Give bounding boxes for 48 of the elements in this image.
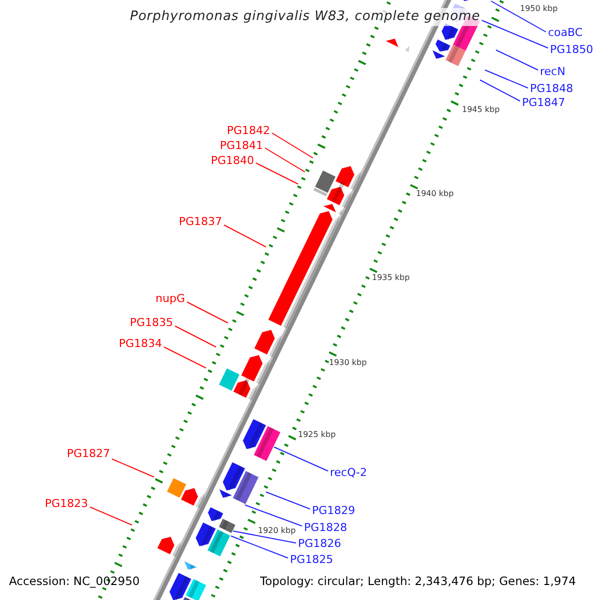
footer-text: Accession: NC_002950 (9, 574, 140, 588)
gene-label: recQ-2 (330, 466, 368, 480)
leader-line (480, 20, 548, 48)
leader-line (274, 446, 328, 472)
leader-line (112, 458, 154, 478)
map-title: Porphyromonas gingivalis W83, complete genome (128, 8, 482, 26)
scale-label: 1950 kbp (520, 2, 558, 14)
scale-label: 1940 kbp (416, 188, 454, 198)
gene-label: PG1834 (118, 337, 162, 351)
leader-line (230, 536, 288, 558)
scale-label: 1920 kbp (258, 524, 296, 536)
leader-line (272, 132, 314, 158)
gene-label: PG1837 (178, 215, 222, 229)
gene-label: PG1835 (130, 316, 173, 330)
leader-line (496, 50, 538, 70)
gene-label: PG1826 (298, 537, 342, 551)
leader-line (224, 224, 266, 248)
gene-label: recN (540, 65, 566, 79)
leader-line (256, 162, 298, 184)
gene-label: PG1848 (530, 82, 574, 96)
scale-label: 1930 kbp (329, 356, 367, 368)
gene-label: coaBC (548, 26, 583, 40)
gene-label: PG1827 (66, 447, 110, 461)
leader-line (484, 70, 528, 88)
leader-line (266, 492, 310, 510)
gene-label: PG1842 (226, 124, 270, 138)
gene-label: PG1847 (522, 96, 566, 110)
gene-label: PG1829 (312, 504, 356, 518)
scale-label: 1945 kbp (462, 104, 500, 114)
scale-label: 1935 kbp (372, 272, 410, 282)
gene-label: PG1840 (210, 154, 254, 168)
gene-label: PG1850 (550, 43, 594, 57)
scale-label: 1925 kbp (298, 428, 336, 440)
gene-label: PG1828 (304, 521, 348, 535)
gene-label: PG1841 (220, 139, 263, 153)
leader-line (480, 80, 520, 102)
leader-line (164, 346, 206, 368)
leader-line (490, 0, 546, 32)
footer-text: Topology: circular; Length: 2,343,476 bp; Genes: 1,974 (260, 574, 576, 588)
leader-line (174, 326, 216, 348)
gene-label: nupG (156, 292, 185, 306)
gene-label: PG1823 (44, 497, 88, 511)
gene-label: PG1825 (290, 553, 334, 567)
leader-line (186, 302, 228, 324)
leader-line (264, 148, 306, 172)
leader-line (232, 530, 296, 544)
leader-line (244, 504, 302, 526)
leader-line (90, 506, 132, 526)
